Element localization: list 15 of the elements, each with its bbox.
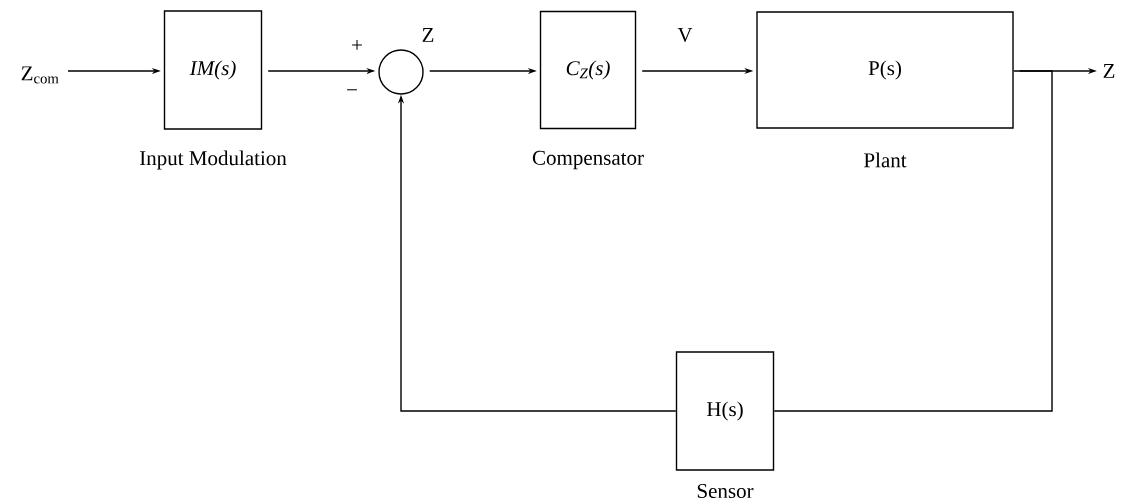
- sign-label: −: [347, 89, 357, 91]
- edge-label: V: [677, 27, 693, 43]
- block-caption: Plant: [864, 152, 907, 168]
- block-caption: Compensator: [532, 150, 644, 170]
- summing-junction: [378, 49, 424, 95]
- edge-label: Z: [422, 28, 434, 42]
- block-caption: Sensor: [697, 483, 754, 499]
- block-box: P(s): [756, 11, 1014, 129]
- signal-label: Z: [1103, 64, 1115, 78]
- signal-label: Z$_{com}$: [21, 66, 59, 84]
- block-box: H(s): [675, 351, 775, 471]
- sign-label: +: [352, 40, 362, 50]
- block-box: C$_{Z}$(s): [539, 10, 637, 130]
- block-box: IM(s): [163, 10, 263, 130]
- block-caption: Input Modulation: [139, 150, 287, 170]
